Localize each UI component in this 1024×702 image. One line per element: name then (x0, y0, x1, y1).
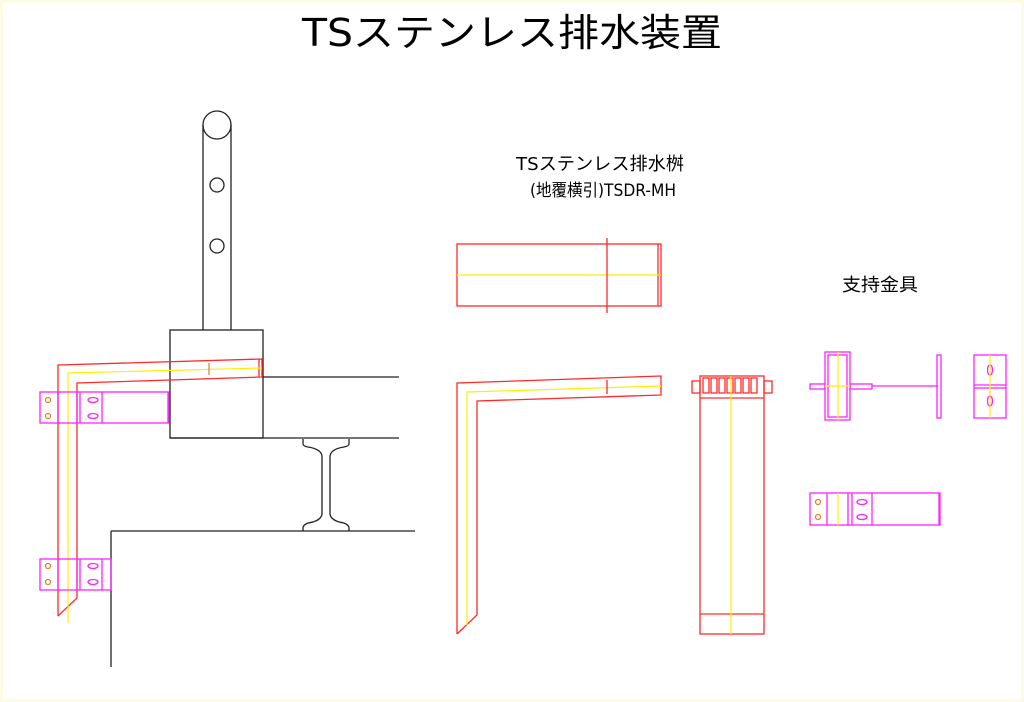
i-beam (302, 439, 350, 531)
grating (702, 377, 758, 394)
deck-slab (110, 376, 415, 667)
drain-box-plan (456, 238, 662, 313)
bracket-detail-front (809, 492, 941, 526)
bracket-lower (39, 558, 112, 591)
bracket-detail-side (973, 354, 1007, 419)
bracket-label: 支持金具 (842, 275, 918, 296)
bracket-upper (39, 391, 170, 424)
drain-box-side (456, 375, 662, 635)
drain-box-front (691, 375, 773, 635)
product-model: (地覆横引)TSDR-MH (530, 181, 676, 201)
drawing-title: TSステンレス排水装置 (301, 11, 722, 55)
bracket-detail-top (809, 351, 942, 421)
drain-pipe (57, 358, 263, 623)
product-name: TSステンレス排水桝 (515, 154, 684, 175)
curb-block (169, 329, 264, 439)
section-view (39, 110, 415, 667)
handrail-post (202, 110, 232, 330)
